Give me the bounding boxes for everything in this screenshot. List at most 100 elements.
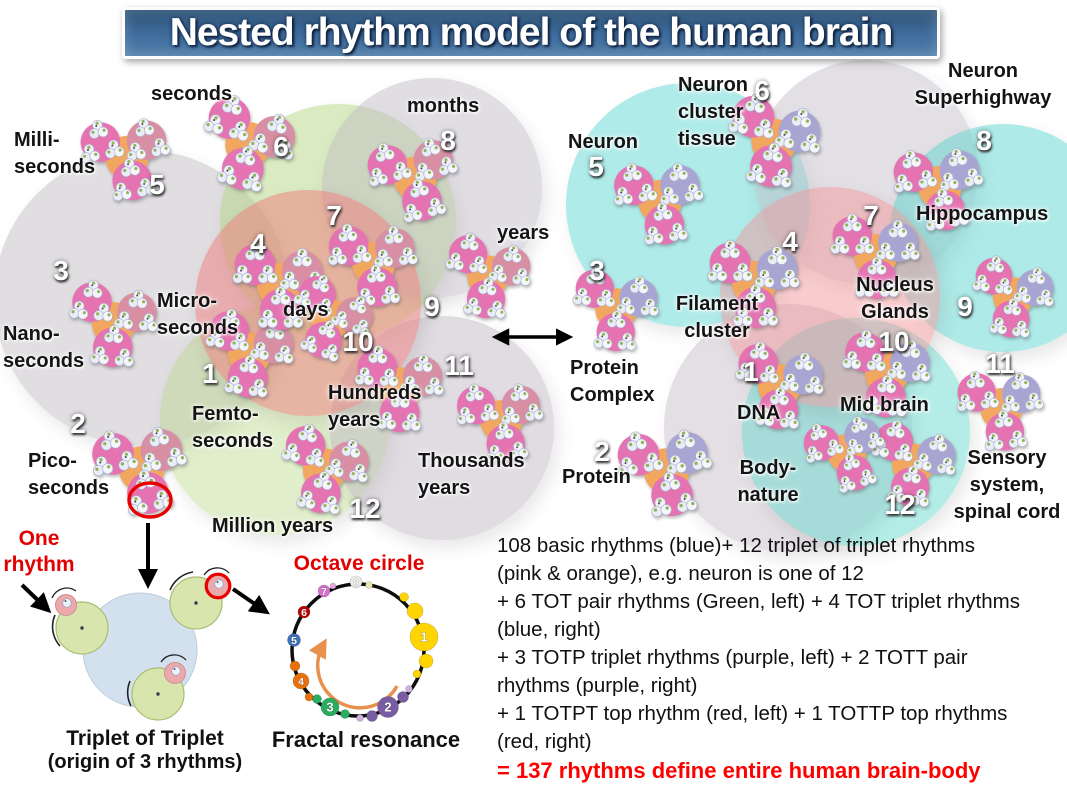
cluster-label-left-9: years [497,222,550,244]
summary-line: + 3 TOTP triplet rhythms (purple, left) … [497,646,968,669]
cluster-number-left-5: 5 [149,169,165,200]
cluster-number-left-7: 7 [326,200,342,231]
cluster-number-left-10: 10 [342,326,374,357]
summary-line: rhythms (purple, right) [497,674,698,697]
cluster-number-right-8: 8 [976,125,992,156]
cluster-label-left-1: Femto-seconds [192,403,274,452]
cluster-number-left-1: 1 [202,358,218,389]
cluster-label-right-12: Body-nature [737,457,799,506]
cluster-number-left-2: 2 [70,408,86,439]
summary-line: (pink & orange), e.g. neuron is one of 1… [497,562,864,585]
cluster-label-left-4: Micro-seconds [157,290,239,339]
cluster-number-right-9: 9 [957,291,973,322]
summary-line: + 6 TOT pair rhythms (Green, left) + 4 T… [497,590,1020,613]
arrow-one-rhythm-icon [20,583,52,614]
tot-title: Triplet of Triplet [66,727,224,750]
one-rhythm-label: One rhythm [3,527,75,576]
cluster-label-right-2: Protein [562,466,631,488]
tot-glyph-right-3 [569,262,661,354]
cluster-number-right-4: 4 [782,226,798,257]
cluster-number-left-9: 9 [424,291,440,322]
octave-dot [418,653,434,669]
cluster-number-right-2: 2 [594,436,610,467]
octave-dot [312,694,322,704]
octave-dot-number: 7 [321,586,327,598]
cluster-label-left-2: Pico-seconds [28,450,110,499]
octave-circle-diagram: 1 2 3 4 5 6 7 8 [287,575,439,722]
octave-source-highlight-circle [204,572,232,600]
octave-dot-number: 4 [298,676,304,688]
octave-dot [304,692,314,702]
octave-dot-number: 5 [291,635,297,647]
cluster-number-right-6: 6 [754,75,770,106]
cluster-number-right-7: 7 [863,200,879,231]
summary-line: 108 basic rhythms (blue)+ 12 triplet of … [497,534,975,557]
tot-subtitle: (origin of 3 rhythms) [47,751,243,773]
octave-dot [340,709,350,719]
octave-dot [406,602,424,620]
octave-dot [397,691,409,703]
cluster-number-left-11: 11 [444,350,474,381]
octave-dot-1 [409,622,439,652]
octave-dot [399,592,409,602]
summary-total-line: = 137 rhythms define entire human brain-… [497,758,981,783]
cluster-number-right-11: 11 [985,348,1015,379]
cluster-number-right-1: 1 [743,356,759,387]
octave-dot-number: 8 [353,577,359,589]
octave-dot [412,669,422,679]
octave-dot-8 [349,575,363,589]
cluster-number-left-4: 4 [250,228,266,259]
cluster-number-right-5: 5 [588,151,604,182]
octave-rotation-arrow-icon [308,638,399,710]
cluster-label-left-7: days [283,299,329,321]
cluster-label-right-9: Hippocampus [916,203,1049,225]
cluster-number-left-8: 8 [440,125,456,156]
cluster-label-right-10: Mid brain [840,394,929,416]
cluster-label-left-3: Nano-seconds [3,323,85,372]
rhythm-count-summary: 108 basic rhythms (blue)+ 12 triplet of … [497,532,1067,786]
cluster-number-left-6: 6 [273,131,289,162]
summary-line: + 1 TOTPT top rhythm (red, left) + 1 TOT… [497,702,1008,725]
octave-dot-number: 6 [301,607,307,619]
title-banner: Nested rhythm model of the human brain [122,7,940,59]
octave-dot [329,582,337,590]
octave-dot-7 [317,584,331,598]
cluster-label-left-5: Milli-seconds [14,129,96,178]
octave-dot-5 [287,633,301,647]
summary-line: (blue, right) [497,618,601,641]
octave-dot [289,660,301,672]
octave-dot-3 [320,697,340,717]
octave-dot-4 [292,672,310,690]
octave-dot [365,581,373,589]
octave-dot-number: 1 [420,630,427,645]
cluster-number-left-12: 12 [349,493,381,524]
octave-dot [405,685,413,693]
octave-dot-number: 3 [326,700,333,715]
cluster-label-left-12: Million years [212,515,334,537]
cluster-label-left-8: months [407,95,480,117]
cluster-label-right-5: Neuron [568,131,638,153]
fractal-resonance-caption: Fractal resonance [271,727,461,752]
octave-dot-number: 2 [384,700,391,715]
cluster-number-left-3: 3 [53,255,69,286]
octave-dot-2 [377,696,399,718]
octave-dot-6 [297,605,311,619]
tot-glyph-right-9 [968,252,1056,340]
octave-dot [356,714,364,722]
octave-dot [366,710,378,722]
cluster-label-right-1: DNA [737,402,781,424]
page-title: Nested rhythm model of the human brain [169,11,894,54]
arrow-to-octave-icon [231,587,270,615]
summary-line: (red, right) [497,730,592,753]
tot-glyph-right-5 [611,153,706,248]
cluster-label-left-6: seconds [151,83,233,105]
